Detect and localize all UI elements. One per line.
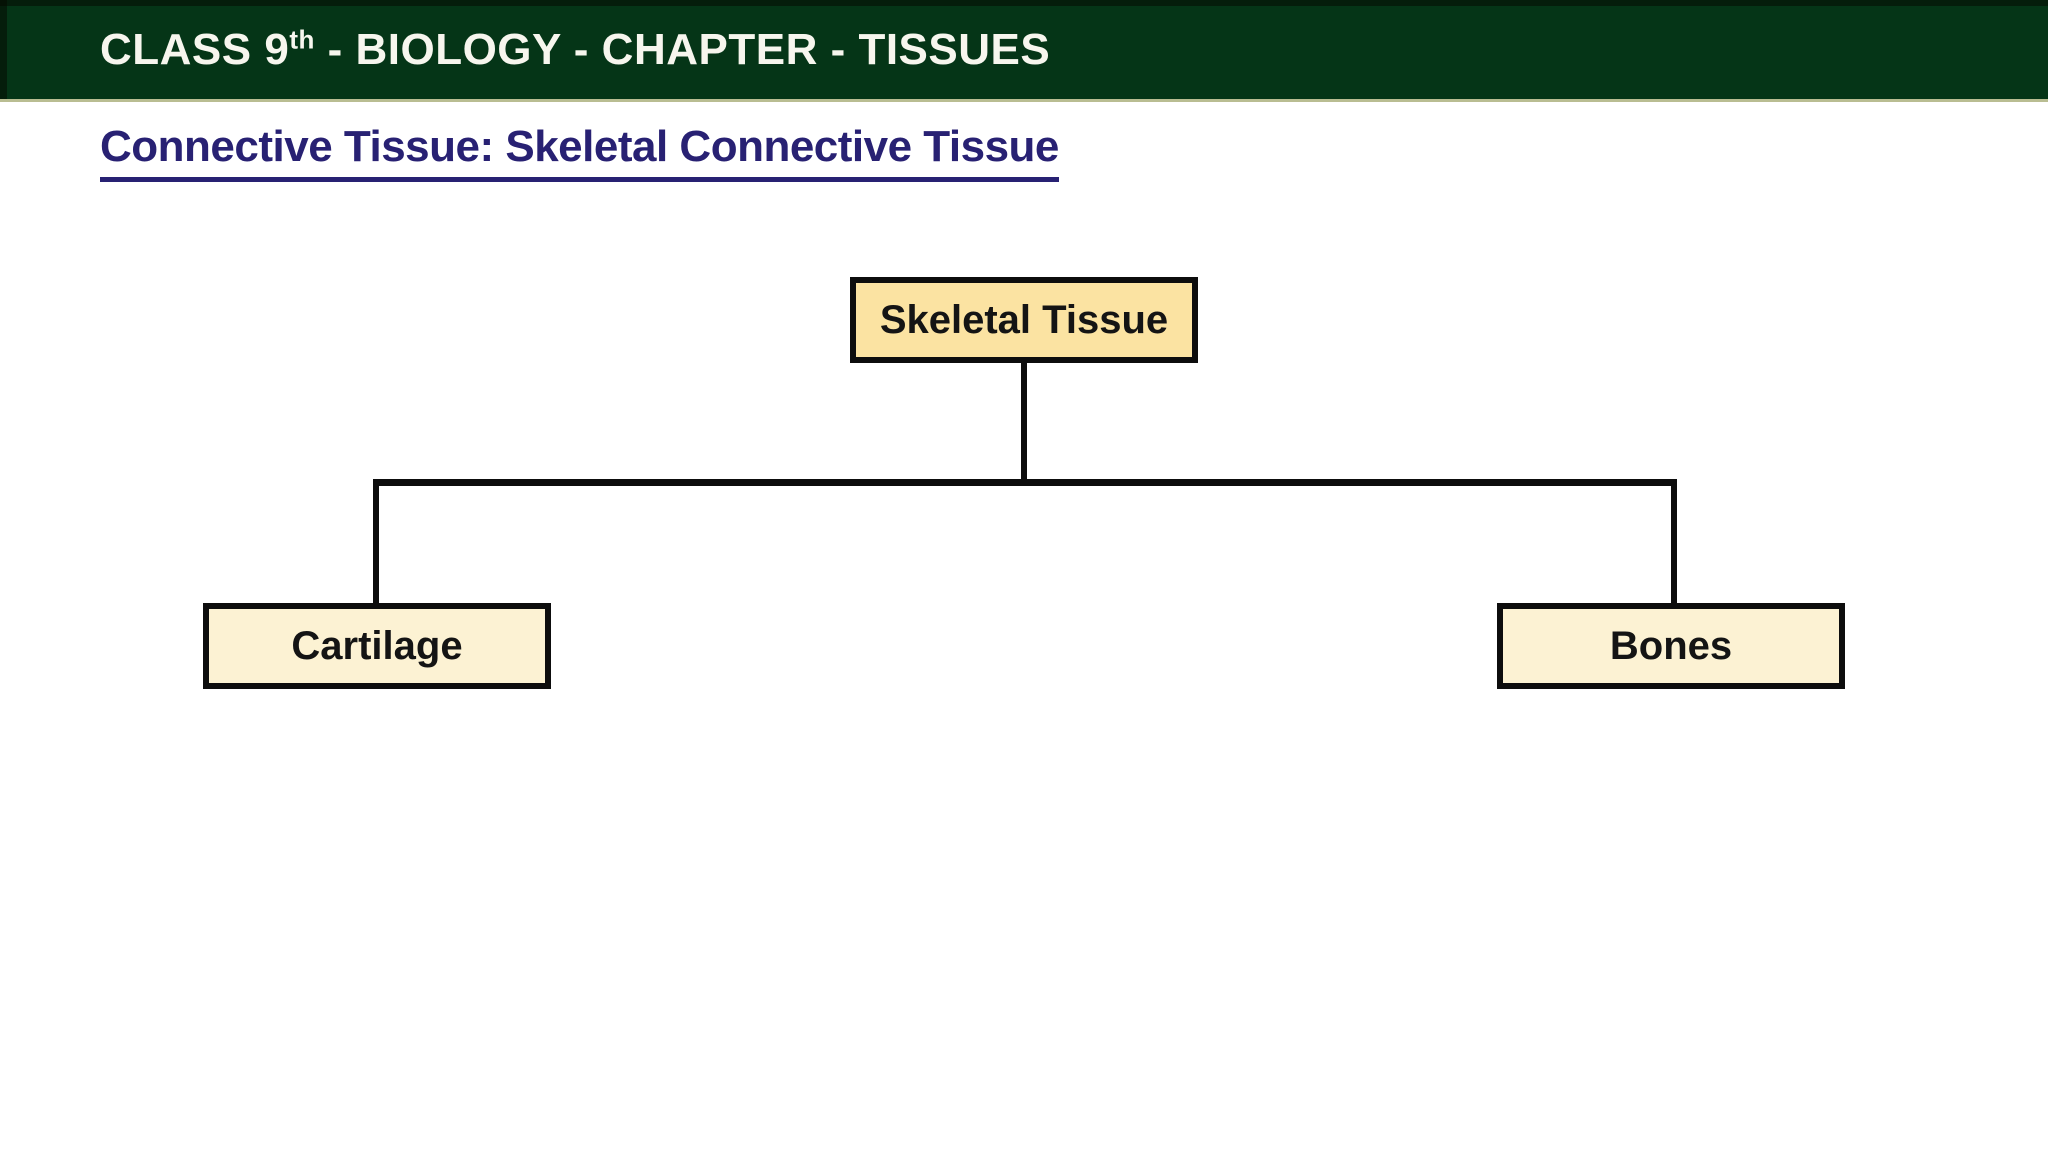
header-title-prefix: CLASS 9 <box>100 24 290 74</box>
node-bones: Bones <box>1497 603 1845 689</box>
header-title: CLASS 9th - BIOLOGY - CHAPTER - TISSUES <box>100 25 1050 75</box>
connector-right-drop <box>1671 479 1677 606</box>
header-bar: CLASS 9th - BIOLOGY - CHAPTER - TISSUES <box>0 0 2048 102</box>
header-title-superscript: th <box>289 23 315 54</box>
connector-horizontal <box>373 479 1677 486</box>
connector-root-drop <box>1021 363 1027 482</box>
connector-left-drop <box>373 479 379 606</box>
node-skeletal-tissue: Skeletal Tissue <box>850 277 1198 363</box>
section-heading: Connective Tissue: Skeletal Connective T… <box>100 122 1059 182</box>
header-title-suffix: - BIOLOGY - CHAPTER - TISSUES <box>314 24 1051 74</box>
node-cartilage: Cartilage <box>203 603 551 689</box>
